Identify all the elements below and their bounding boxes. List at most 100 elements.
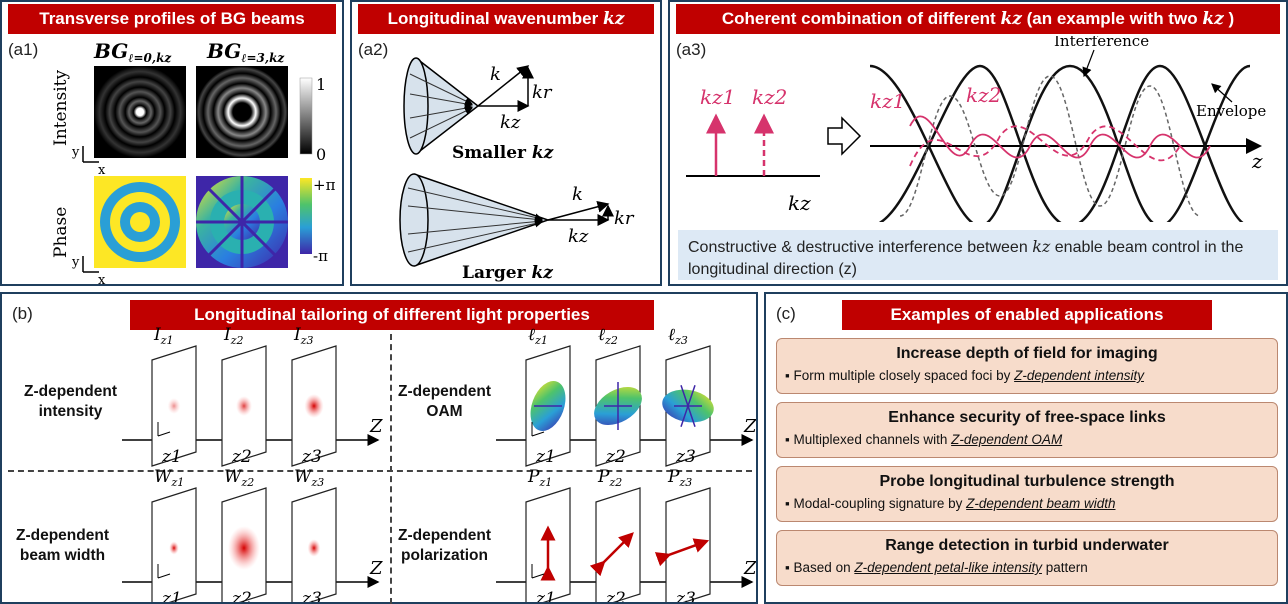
a1-row-intensity: Intensity	[51, 70, 71, 146]
z-plane	[665, 487, 711, 602]
z-position-label: z1	[535, 589, 556, 602]
intensity-spot	[167, 398, 181, 414]
z-position-label: z1	[161, 447, 182, 467]
z-position-label: z2	[605, 589, 626, 602]
a1-axes-phase	[82, 256, 99, 273]
z-position-label: z3	[675, 589, 696, 602]
c-label: (c)	[776, 304, 796, 323]
interference-label: Interference	[1054, 36, 1149, 50]
intensity-spot	[304, 394, 324, 418]
b-divider-horizontal	[8, 470, 752, 472]
a1-banner: Transverse profiles of BG beams	[8, 4, 336, 34]
kz2-wave	[909, 125, 1181, 167]
plane-symbol-sub: z3	[300, 334, 314, 347]
a1-figure: BGℓ=0,kz BGℓ=3,kz Intensity Phase 1 0 +π…	[51, 39, 336, 286]
a2-kz-label-1: kz	[500, 112, 521, 133]
a1-axis-x-label-2: x	[98, 273, 106, 286]
a3-label: (a3)	[676, 40, 707, 59]
plane-axis-x	[157, 431, 171, 437]
a2-smaller-label: Smaller kz	[452, 143, 554, 163]
app-card-depth-of-field: Increase depth of field for imaging ▪ Fo…	[776, 338, 1278, 394]
intensity-spot	[236, 396, 252, 416]
a2-larger-label: Larger kz	[462, 263, 553, 283]
intensity-colorbar-max: 1	[316, 75, 326, 94]
a1-label: (a1)	[8, 40, 39, 59]
envelope-label: Envelope	[1196, 102, 1266, 120]
a2-k-label-1: k	[490, 64, 501, 85]
beam-width-spot	[228, 526, 260, 570]
plane-symbol-label: Pz3	[667, 467, 692, 489]
panel-a1: Transverse profiles of BG beams (a1)	[0, 0, 344, 286]
b-banner: Longitudinal tailoring of different ligh…	[130, 300, 654, 330]
a2-label: (a2)	[358, 40, 389, 59]
a1-axis-y-label-2: y	[71, 255, 80, 270]
a2-kr-label-1: kr	[532, 82, 553, 103]
plane-symbol-label: Wz1	[154, 467, 184, 489]
plane-symbol-label: ℓz3	[668, 325, 688, 347]
app-desc: ▪ Form multiple closely spaced foci by Z…	[785, 368, 1144, 383]
a3-z-label: z	[1251, 149, 1263, 173]
interference-curve	[899, 75, 1201, 217]
phase-colorbar-max: +π	[313, 176, 336, 194]
envelope-curve-upper	[869, 64, 1251, 222]
z-plane	[595, 487, 641, 602]
a2-kr-label-2: kr	[614, 208, 635, 229]
plane-symbol-label: Iz1	[153, 325, 174, 347]
panel-a3: Coherent combination of different kz (an…	[668, 0, 1288, 286]
b-label: (b)	[12, 304, 33, 323]
plane-symbol-label: Pz1	[527, 467, 552, 489]
a1-col2-header: BGℓ=3,kz	[206, 39, 285, 65]
a1-axes-intensity	[82, 146, 99, 163]
a2-banner: Longitudinal wavenumber kz	[358, 4, 654, 34]
z-position-label: z3	[675, 447, 696, 467]
a3-banner: Coherent combination of different kz (an…	[676, 4, 1280, 34]
plane-symbol-label: ℓz2	[598, 325, 618, 347]
plane-symbol-label: ℓz1	[528, 325, 548, 347]
intensity-colorbar	[299, 77, 313, 155]
bg-l0-phase-image	[94, 176, 186, 268]
a1-axis-y-label: y	[71, 145, 80, 160]
plane-symbol-sub: z1	[534, 334, 548, 347]
app-title: Increase depth of field for imaging	[896, 345, 1158, 362]
interference-pointer	[1082, 49, 1095, 78]
plane-symbol-label: Iz3	[293, 325, 314, 347]
panel-a2: Longitudinal wavenumber kz (a2) k kr kz …	[350, 0, 662, 286]
a2-k-label-2: k	[572, 184, 583, 205]
phase-colorbar-min: -π	[313, 247, 328, 265]
plane-symbol-sub: z2	[230, 334, 244, 347]
z-axis-label: Z	[743, 558, 756, 579]
a3-kz2-curve-label: kz2	[966, 83, 1001, 107]
app-desc: ▪ Multiplexed channels with Z-dependent …	[785, 432, 1063, 447]
kz2-label: kz2	[752, 85, 787, 109]
app-card-range-detection: Range detection in turbid underwater ▪ B…	[776, 530, 1278, 586]
plane-symbol-sub: z2	[608, 476, 622, 489]
app-card-security: Enhance security of free-space links ▪ M…	[776, 402, 1278, 458]
intensity-colorbar-min: 0	[316, 145, 326, 164]
panel-b: Longitudinal tailoring of different ligh…	[0, 292, 758, 604]
plane-symbol-sub: z3	[310, 476, 324, 489]
bg-l0-intensity-image	[94, 66, 186, 158]
plane-symbol-sub: z1	[170, 476, 184, 489]
z-axis-label: Z	[369, 416, 383, 437]
z-axis-label: Z	[369, 558, 383, 579]
plane-symbol-sub: z2	[240, 476, 254, 489]
z-position-label: z3	[301, 447, 322, 467]
a1-row-phase: Phase	[51, 207, 71, 258]
envelope-curve-lower	[878, 64, 1244, 222]
app-desc: ▪ Based on Z-dependent petal-like intens…	[785, 560, 1088, 575]
kz1-wave	[909, 115, 1211, 159]
z-axis-label: Z	[743, 416, 756, 437]
phase-colorbar	[300, 178, 312, 254]
c-banner: Examples of enabled applications	[842, 300, 1212, 330]
a2-kz-label-2: kz	[568, 226, 589, 247]
plane-symbol-sub: z1	[538, 476, 552, 489]
spectrum-kz-axis-label: kz	[788, 191, 811, 215]
plane-symbol-label: Iz2	[223, 325, 244, 347]
beam-width-spot	[307, 539, 321, 557]
hollow-arrow-icon	[827, 116, 862, 156]
b-divider-vertical	[390, 334, 392, 604]
z-position-label: z3	[301, 589, 322, 602]
oam-petal-line	[680, 384, 696, 428]
